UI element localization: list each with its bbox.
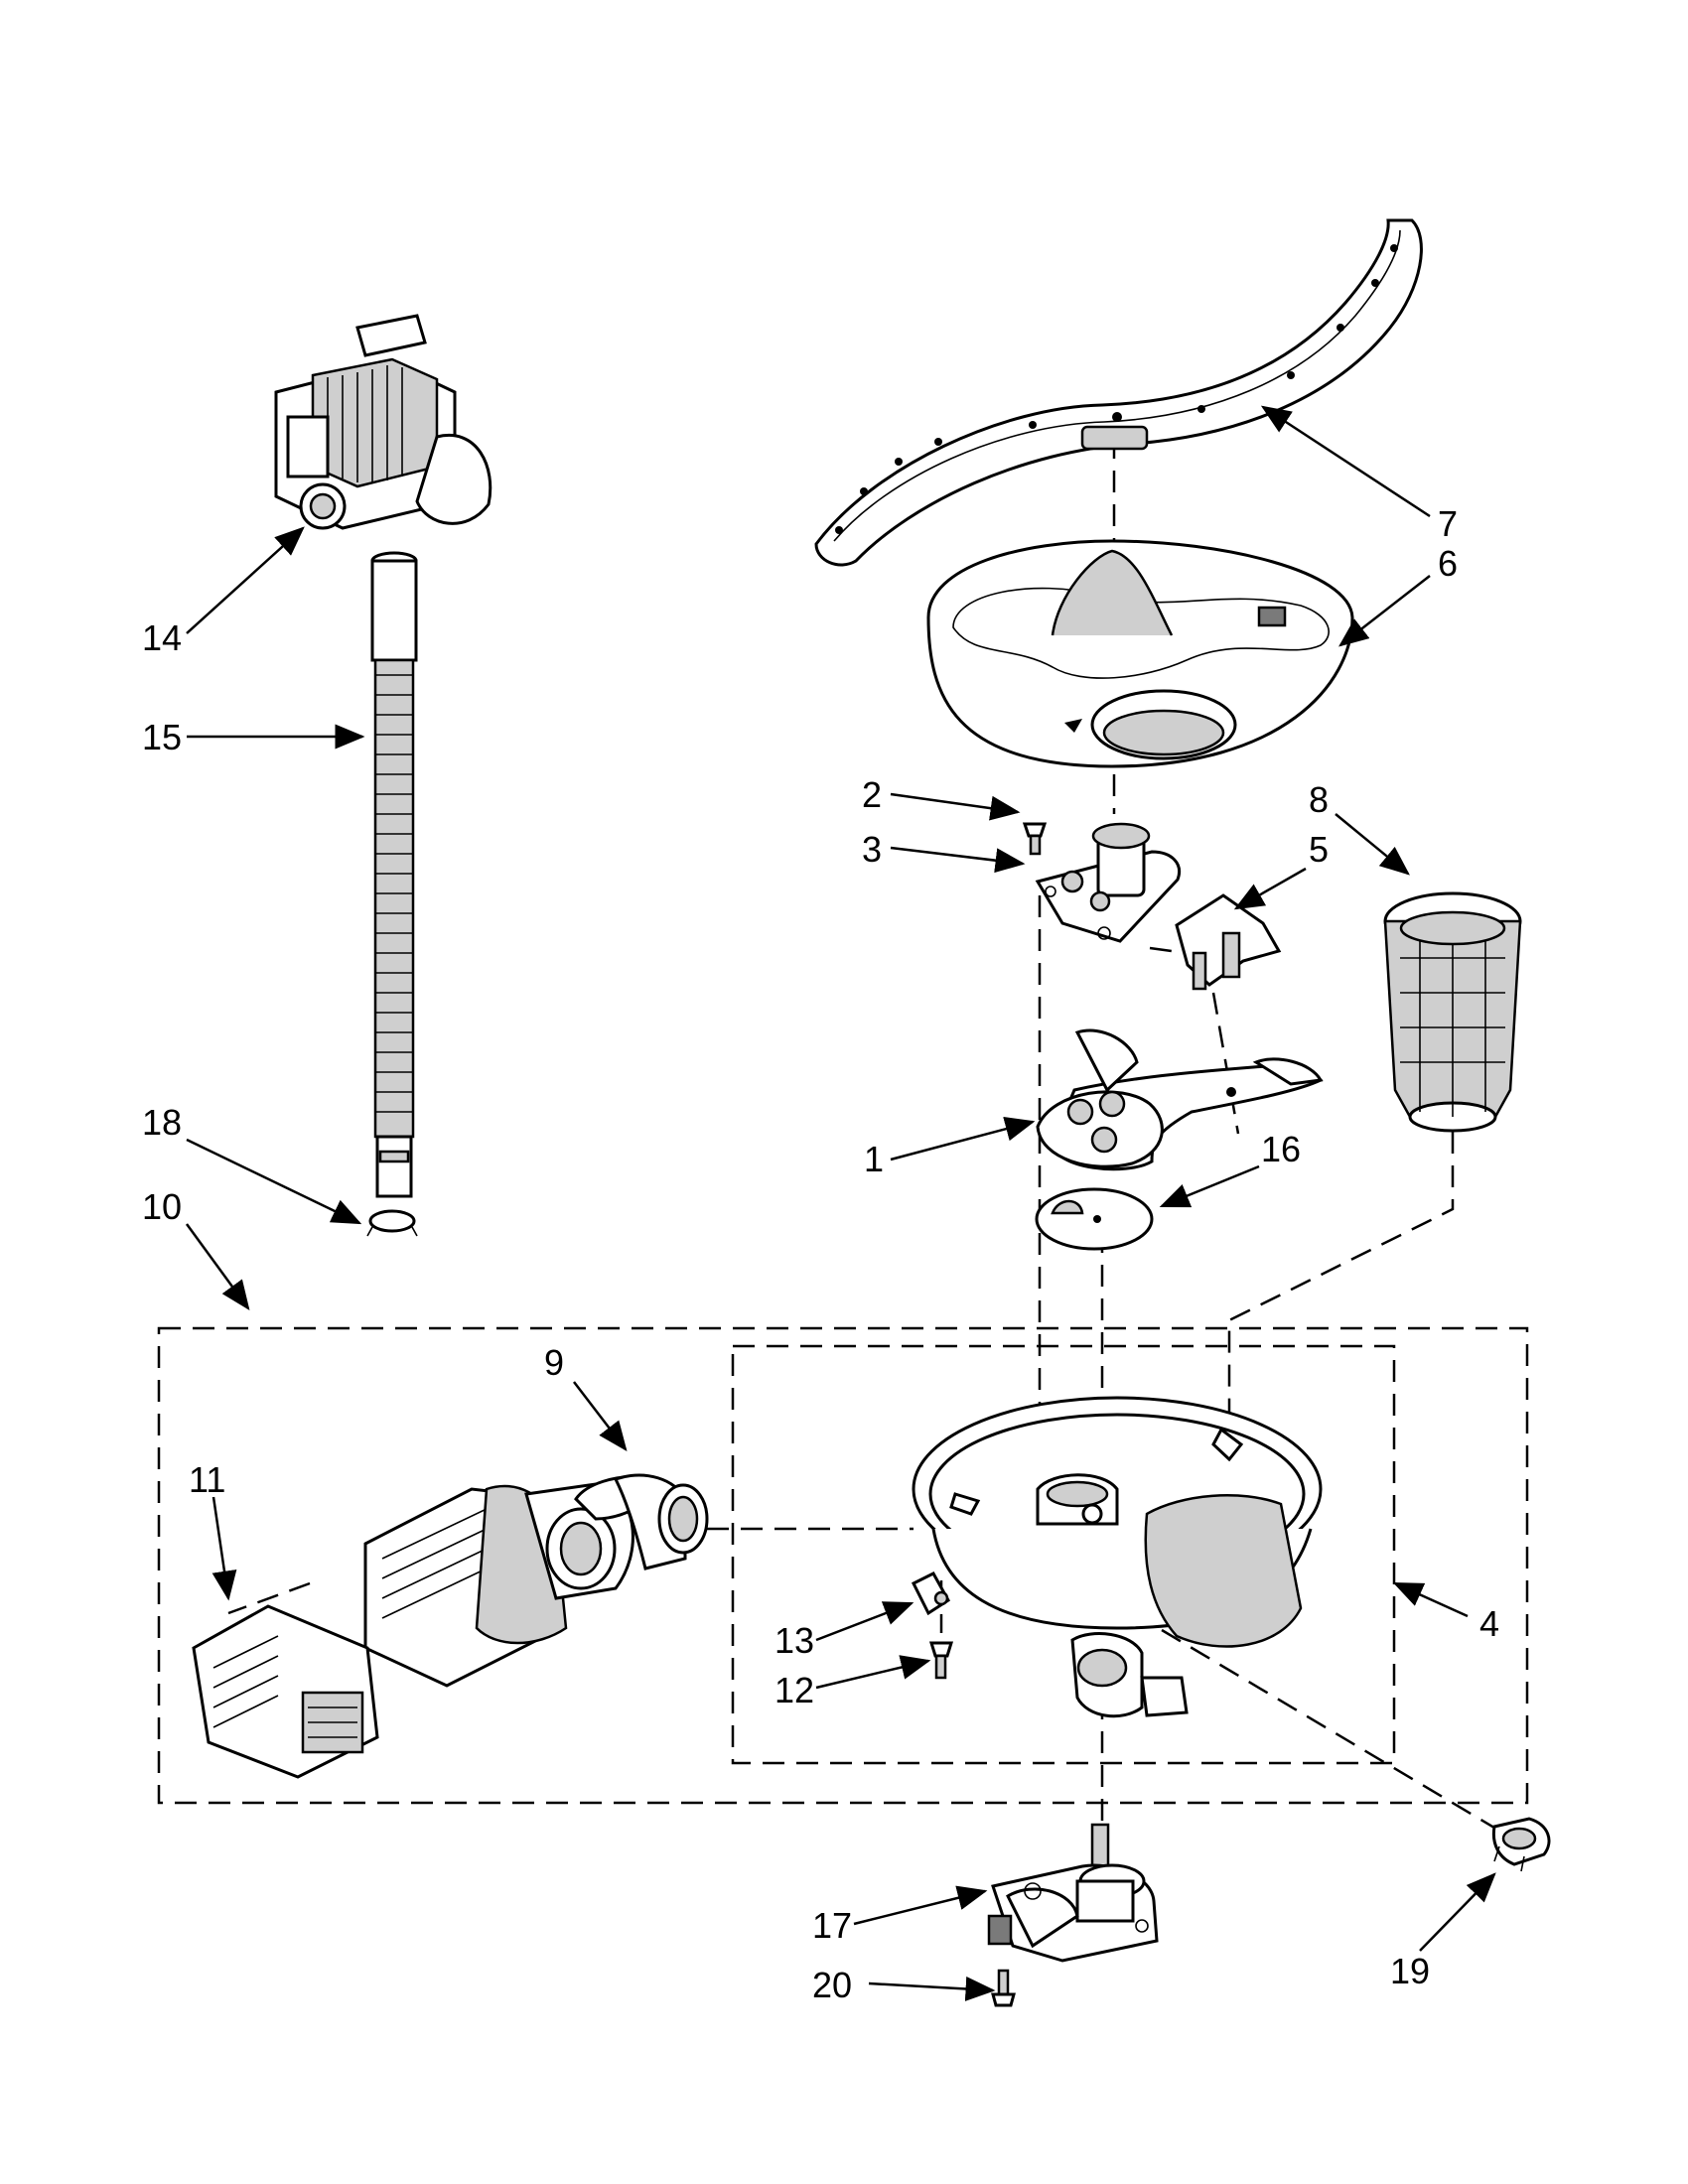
hose-clamp xyxy=(366,1209,418,1237)
diverter xyxy=(1175,893,1282,991)
sump xyxy=(912,1396,1323,1718)
callout-13: 13 xyxy=(774,1620,814,1661)
callout-1: 1 xyxy=(864,1139,884,1179)
circulation-motor xyxy=(363,1473,709,1688)
drain-pump xyxy=(274,314,492,530)
manifold xyxy=(1035,822,1181,943)
callout-18: 18 xyxy=(142,1102,182,1143)
mount-plate xyxy=(1036,1028,1324,1171)
diverter-motor xyxy=(987,1823,1159,1963)
bracket xyxy=(911,1571,950,1616)
callout-3: 3 xyxy=(862,829,882,870)
callout-9: 9 xyxy=(544,1342,564,1383)
callout-8: 8 xyxy=(1309,779,1329,820)
motor-housing xyxy=(192,1604,379,1779)
callout-11: 11 xyxy=(189,1459,225,1500)
spray-arm xyxy=(814,218,1423,567)
spray-shield xyxy=(926,539,1354,768)
callout-17: 17 xyxy=(812,1905,852,1946)
callout-15: 15 xyxy=(142,717,182,757)
callout-7: 7 xyxy=(1438,503,1458,544)
callout-2: 2 xyxy=(862,774,882,815)
callout-10: 10 xyxy=(142,1186,182,1227)
callout-20: 20 xyxy=(812,1965,852,2005)
callout-4: 4 xyxy=(1479,1603,1499,1644)
callout-5: 5 xyxy=(1309,829,1329,870)
assembly-box-outer xyxy=(157,1326,1529,1805)
callout-6: 6 xyxy=(1438,543,1458,584)
drain-hose xyxy=(370,551,418,1198)
screw-2 xyxy=(1022,822,1048,856)
screw-12 xyxy=(928,1641,954,1680)
callout-12: 12 xyxy=(774,1670,814,1710)
callout-labels: 1 2 3 4 5 6 7 8 9 10 11 12 13 14 15 16 1… xyxy=(142,503,1499,2005)
sensor xyxy=(1491,1817,1551,1872)
callout-14: 14 xyxy=(142,617,182,658)
callout-16: 16 xyxy=(1261,1129,1301,1169)
callout-19: 19 xyxy=(1390,1951,1430,1991)
leader-arrows xyxy=(185,405,1496,2001)
disc xyxy=(1035,1187,1154,1251)
filter xyxy=(1383,891,1522,1133)
screw-20 xyxy=(991,1969,1016,2007)
